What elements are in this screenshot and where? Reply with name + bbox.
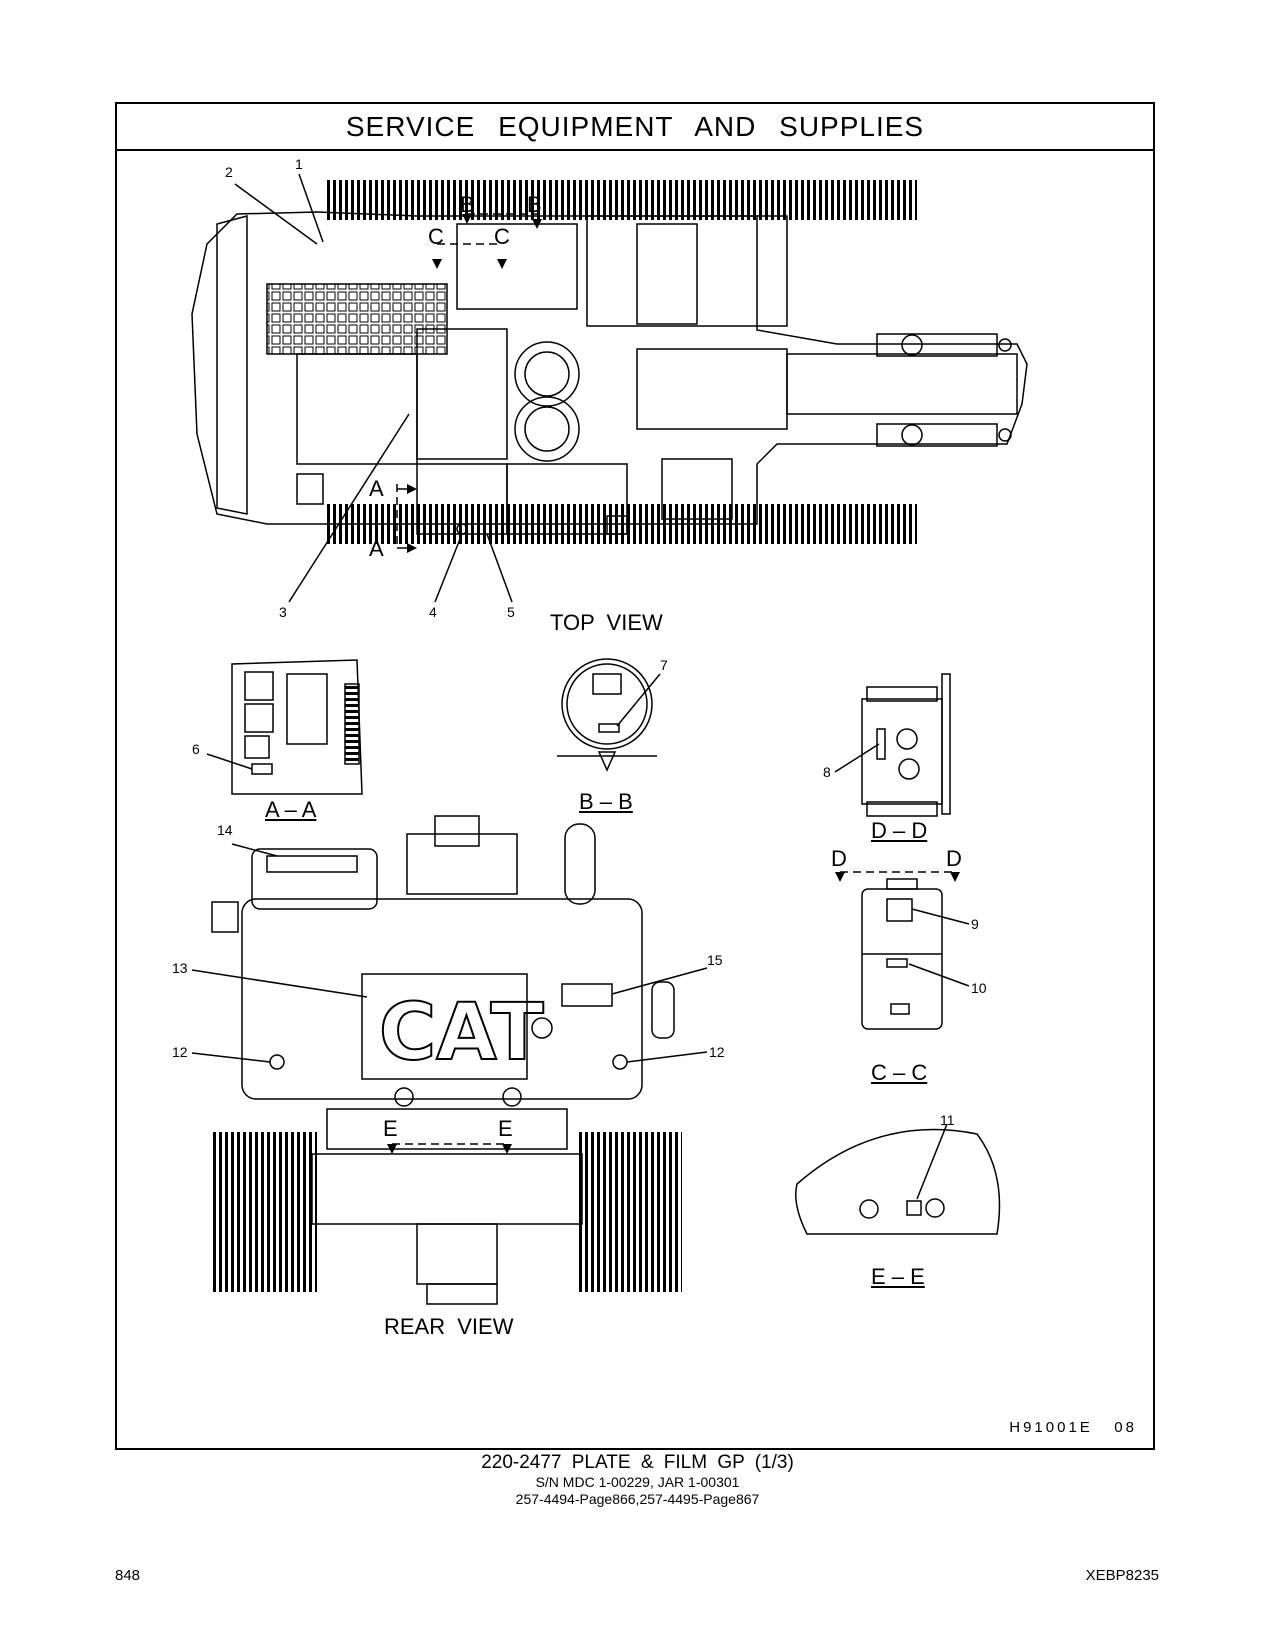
callout-4: 4 [429, 604, 437, 620]
view-label-rear: REAR VIEW [384, 1314, 514, 1339]
cut-label-c-right: C [494, 224, 510, 249]
svg-text:CAT: CAT [379, 988, 544, 1078]
rear-view-drawing: CAT [211, 815, 682, 1305]
section-label-dd: D – D [871, 818, 928, 843]
cut-label-d-right: D [946, 846, 962, 871]
callout-6: 6 [192, 741, 200, 757]
callout-1: 1 [295, 156, 303, 172]
cut-label-e-right: E [498, 1116, 513, 1141]
cut-label-c-left: C [428, 224, 444, 249]
title-bar: SERVICE EQUIPMENT AND SUPPLIES [117, 104, 1153, 151]
section-label-bb: B – B [579, 789, 633, 814]
section-label-ee: E – E [871, 1264, 925, 1289]
callout-9: 9 [971, 916, 979, 932]
section-ee-drawing [795, 1128, 1001, 1235]
callout-12-right: 12 [709, 1044, 725, 1060]
top-view-drawing [191, 180, 1028, 544]
callout-15: 15 [707, 952, 723, 968]
section-aa-drawing [231, 659, 363, 795]
caption-title: 220-2477 PLATE & FILM GP (1/3) [481, 1452, 794, 1473]
callout-5: 5 [507, 604, 515, 620]
technical-drawing: CAT [191, 173, 1028, 1305]
callout-10: 10 [971, 980, 987, 996]
callout-14: 14 [217, 822, 233, 838]
cut-label-d-left: D [831, 846, 847, 871]
section-cc-drawing [861, 878, 943, 1030]
callout-11: 11 [940, 1112, 955, 1128]
page-number: 848 [115, 1567, 141, 1584]
callout-13: 13 [172, 960, 188, 976]
section-dd-drawing [861, 673, 951, 817]
page-title: SERVICE EQUIPMENT AND SUPPLIES [345, 110, 925, 142]
caption-serial: S/N MDC 1-00229, JAR 1-00301 [535, 1474, 740, 1490]
cut-label-b-right: B [527, 192, 542, 217]
drawing-code: H91001E 08 [1009, 1419, 1137, 1436]
callout-12-left: 12 [172, 1044, 188, 1060]
cut-label-a-lower: A [369, 536, 384, 561]
cut-label-e-left: E [383, 1116, 398, 1141]
callout-3: 3 [279, 604, 287, 620]
view-label-top: TOP VIEW [550, 610, 663, 635]
callout-8: 8 [823, 764, 831, 780]
document-id: XEBP8235 [1085, 1567, 1159, 1584]
caption-pages: 257-4494-Page866,257-4495-Page867 [515, 1491, 760, 1507]
section-cut-lines-side [392, 871, 955, 1145]
cut-label-b-left: B [460, 192, 475, 217]
section-cut-lines-top [396, 213, 537, 544]
drawing-frame: SERVICE EQUIPMENT AND SUPPLIES [115, 102, 1155, 1450]
section-bb-drawing [557, 658, 657, 772]
callout-7: 7 [660, 657, 668, 673]
section-label-aa: A – A [265, 797, 317, 822]
section-label-cc: C – C [871, 1060, 928, 1085]
callout-2: 2 [225, 164, 233, 180]
cut-label-a-upper: A [369, 476, 384, 501]
